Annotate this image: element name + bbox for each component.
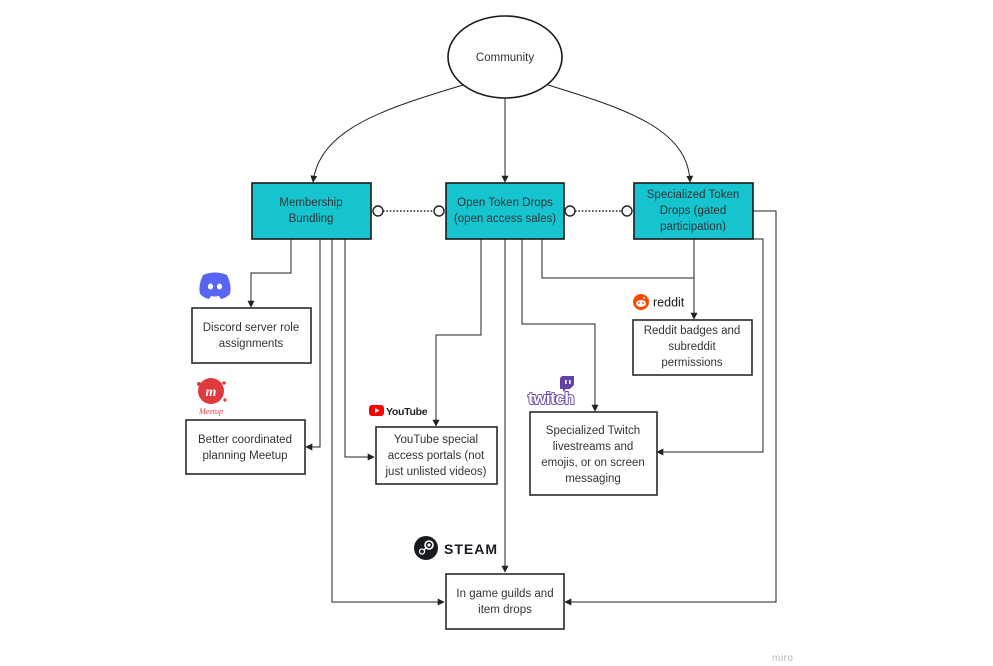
edge-open-youtube: [432, 239, 482, 427]
edge-membership-discord: [247, 239, 292, 308]
node-twitch-livestreams-line: Specialized Twitch: [546, 425, 640, 437]
node-twitch-livestreams-line: emojis, or on screen: [541, 457, 645, 469]
twitch-icon: twitch: [527, 376, 576, 409]
node-discord-roles[interactable]: Discord server role assignments: [191, 307, 312, 364]
node-reddit-badges-line: Reddit badges and: [644, 325, 741, 337]
steam-icon: STEAM: [414, 536, 498, 560]
node-membership-bundling-line: Bundling: [289, 213, 334, 225]
node-twitch-livestreams[interactable]: Specialized Twitch livestreams and emoji…: [529, 411, 658, 496]
node-community-label: Community: [476, 52, 534, 64]
node-meetup-planning-line: planning Meetup: [202, 450, 287, 462]
node-youtube-portals-line: access portals (not: [388, 450, 485, 462]
connector-dot: [433, 205, 445, 217]
edge-membership-meetup: [305, 239, 321, 451]
node-youtube-portals-line: just unlisted videos): [385, 466, 487, 478]
discord-icon: [199, 272, 231, 299]
twitch-wordmark: twitch: [528, 389, 574, 408]
edge-specialized-twitch: [656, 238, 764, 456]
edge-open-twitch: [521, 239, 599, 412]
node-discord-roles-line: Discord server role: [203, 322, 300, 334]
node-youtube-portals[interactable]: YouTube special access portals (not just…: [375, 426, 498, 485]
node-reddit-badges[interactable]: Reddit badges and subreddit permissions: [632, 319, 753, 376]
node-game-guilds-line: item drops: [478, 604, 532, 616]
reddit-wordmark: reddit: [653, 296, 685, 310]
edges: [247, 84, 777, 606]
edge-community-membership: [310, 84, 464, 183]
svg-text:m: m: [206, 385, 217, 400]
node-open-token-drops-line: (open access sales): [454, 213, 556, 225]
node-game-guilds-line: In game guilds and: [456, 588, 553, 600]
connector-dot: [372, 205, 384, 217]
node-open-token-drops[interactable]: Open Token Drops (open access sales): [445, 182, 565, 240]
node-membership-bundling[interactable]: Membership Bundling: [251, 182, 372, 240]
node-game-guilds[interactable]: In game guilds and item drops: [445, 573, 565, 630]
miro-watermark: miro: [772, 653, 794, 664]
node-reddit-badges-line: subreddit: [668, 341, 716, 353]
node-specialized-token-drops[interactable]: Specialized Token Drops (gated participa…: [633, 182, 754, 240]
node-community[interactable]: Community: [447, 15, 563, 99]
meetup-icon: m Meetup: [197, 378, 227, 416]
steam-wordmark: STEAM: [444, 541, 498, 557]
node-meetup-planning-line: Better coordinated: [198, 434, 292, 446]
edge-membership-youtube: [344, 239, 375, 461]
node-specialized-token-drops-line: participation): [660, 221, 726, 233]
youtube-wordmark: YouTube: [386, 406, 428, 418]
edge-specialized-game: [564, 210, 777, 606]
node-meetup-planning[interactable]: Better coordinated planning Meetup: [185, 419, 306, 475]
connector-dot: [621, 205, 633, 217]
edge-community-specialized: [547, 84, 694, 183]
connector-dot: [564, 205, 576, 217]
node-reddit-badges-line: permissions: [661, 357, 723, 369]
edge-membership-game: [331, 239, 445, 606]
node-youtube-portals-line: YouTube special: [394, 434, 478, 446]
node-twitch-livestreams-line: messaging: [565, 473, 621, 485]
node-discord-roles-line: assignments: [219, 338, 284, 350]
node-open-token-drops-line: Open Token Drops: [457, 197, 553, 209]
meetup-wordmark: Meetup: [198, 407, 223, 416]
edge-open-reddit: [541, 239, 694, 279]
node-membership-bundling-line: Membership: [279, 197, 342, 209]
node-twitch-livestreams-line: livestreams and: [553, 441, 634, 453]
node-specialized-token-drops-line: Drops (gated: [660, 205, 726, 217]
youtube-icon: YouTube: [369, 405, 428, 418]
reddit-icon: reddit: [633, 294, 685, 310]
node-specialized-token-drops-line: Specialized Token: [647, 189, 740, 201]
